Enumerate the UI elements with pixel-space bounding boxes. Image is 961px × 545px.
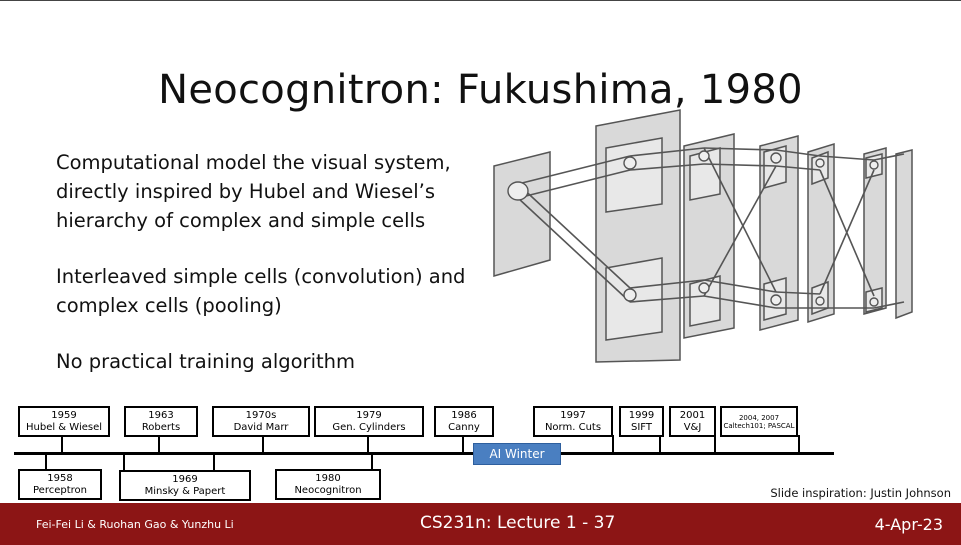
- connector: [213, 454, 215, 470]
- timeline-event-1958: 1958 Perceptron: [18, 469, 102, 500]
- bullet-2: Interleaved simple cells (convolution) a…: [56, 265, 466, 317]
- footer-date: 4-Apr-23: [874, 515, 943, 534]
- connector: [61, 435, 63, 454]
- footer-lecture-page: CS231n: Lecture 1 - 37: [420, 513, 616, 533]
- connector: [612, 435, 614, 454]
- timeline-event-1997: 1997 Norm. Cuts: [533, 406, 613, 437]
- slide-footer: Fei-Fei Li & Ruohan Gao & Yunzhu Li CS23…: [0, 503, 961, 545]
- timeline-event-1986: 1986 Canny: [434, 406, 494, 437]
- connector: [659, 435, 661, 454]
- timeline-event-1969: 1969 Minsky & Papert: [119, 470, 251, 501]
- connector: [158, 435, 160, 454]
- timeline-event-2001: 2001 V&J: [669, 406, 716, 437]
- neocognitron-diagram: [493, 109, 913, 363]
- timeline-event-1980: 1980 Neocognitron: [275, 469, 381, 500]
- connector: [798, 435, 800, 454]
- connector: [367, 435, 369, 454]
- bullet-1: Computational model the visual system, d…: [56, 151, 451, 232]
- layer-5-plane: [863, 147, 887, 315]
- connector: [262, 435, 264, 454]
- slide-credit: Slide inspiration: Justin Johnson: [770, 486, 951, 500]
- connector: [45, 454, 47, 470]
- timeline-event-2004-2007: 2004, 2007 Caltech101; PASCAL: [720, 406, 798, 437]
- timeline-event-1959: 1959 Hubel & Wiesel: [18, 406, 110, 437]
- bullet-list: Computational model the visual system, d…: [56, 148, 476, 376]
- timeline-event-1999: 1999 SIFT: [619, 406, 664, 437]
- connector: [123, 454, 125, 470]
- connector: [371, 454, 373, 470]
- bullet-3: No practical training algorithm: [56, 350, 355, 373]
- connector: [462, 435, 464, 454]
- input-plane: [493, 151, 551, 277]
- top-divider: [0, 0, 961, 1]
- timeline-event-1970s: 1970s David Marr: [212, 406, 310, 437]
- timeline-event-1963: 1963 Roberts: [124, 406, 198, 437]
- connector: [714, 435, 716, 454]
- layer-6-plane: [895, 149, 913, 320]
- input-receptive-field: [507, 181, 529, 201]
- slide-title: Neocognitron: Fukushima, 1980: [158, 66, 803, 113]
- footer-authors: Fei-Fei Li & Ruohan Gao & Yunzhu Li: [36, 518, 234, 531]
- ai-winter-label: AI Winter: [473, 443, 561, 465]
- timeline-event-1979: 1979 Gen. Cylinders: [314, 406, 424, 437]
- timeline-axis: [14, 452, 834, 455]
- layer-1-top-map: [605, 137, 663, 213]
